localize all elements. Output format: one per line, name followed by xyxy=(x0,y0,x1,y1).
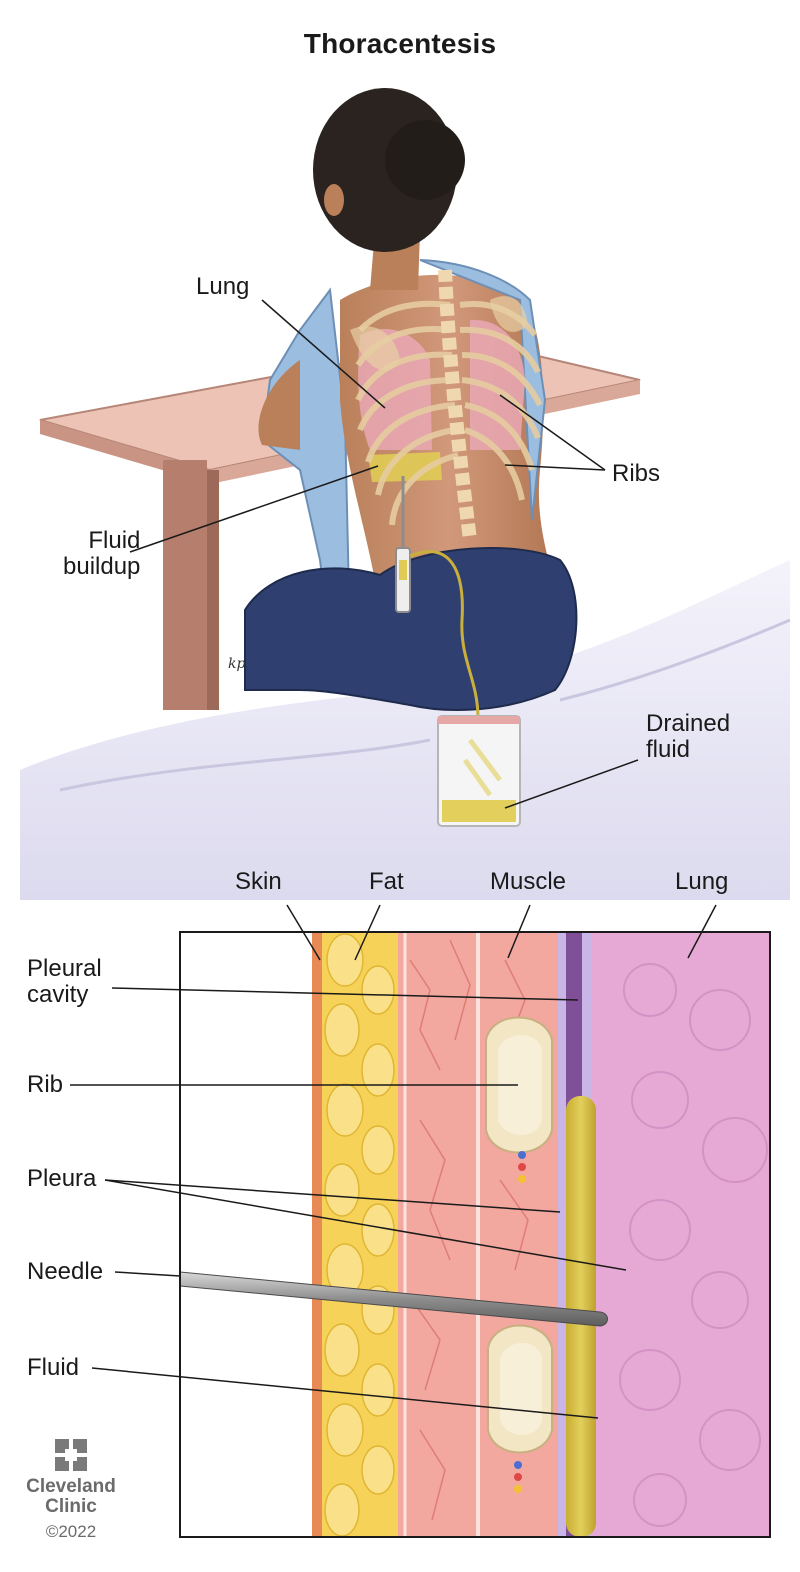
cross-section-leader-lines xyxy=(70,904,717,1419)
cross-section-frame xyxy=(179,931,771,1538)
label-lung-section: Lung xyxy=(675,868,729,895)
rib-upper xyxy=(485,1016,553,1154)
needle xyxy=(180,1271,608,1327)
cross-section-diagram xyxy=(70,904,771,1538)
logo-brand-line1: Cleveland xyxy=(26,1476,116,1497)
spine xyxy=(438,269,477,541)
drainage-tube xyxy=(409,550,480,719)
cleveland-clinic-logo: Cleveland Clinic ©2022 xyxy=(26,1438,116,1543)
syringe xyxy=(395,476,411,613)
label-fluid-buildup-line2: buildup xyxy=(63,553,141,580)
lung-tissue xyxy=(590,932,770,1537)
label-pleural-cavity-line1: Pleural xyxy=(27,955,102,982)
label-muscle: Muscle xyxy=(490,868,567,895)
bed-sheet xyxy=(20,560,790,900)
label-drained-fluid: Drained fluid xyxy=(646,711,730,763)
artist-signature: kp xyxy=(228,656,245,672)
label-rib: Rib xyxy=(27,1071,64,1098)
drainage-bag xyxy=(437,715,521,827)
label-drained-fluid-line2: fluid xyxy=(646,736,691,763)
patient-jeans xyxy=(244,547,578,711)
label-fluid: Fluid xyxy=(27,1354,80,1381)
rib-lower xyxy=(487,1324,553,1454)
label-ribs: Ribs xyxy=(612,460,661,487)
scene-leader-lines xyxy=(129,299,639,809)
label-lung-scene: Lung xyxy=(196,273,250,300)
label-fluid-buildup: Fluid buildup xyxy=(63,528,140,580)
label-pleural-cavity: Pleural cavity xyxy=(27,956,102,1008)
logo-copyright: ©2022 xyxy=(45,1522,97,1541)
label-fluid-buildup-line1: Fluid xyxy=(88,527,141,554)
hair-bun xyxy=(385,120,465,200)
label-fat: Fat xyxy=(369,868,404,895)
page-title: Thoracentesis xyxy=(303,28,497,59)
label-pleural-cavity-line2: cavity xyxy=(27,981,89,1008)
intercostal-vessels xyxy=(514,1151,526,1493)
cleveland-clinic-mark-icon xyxy=(55,1439,87,1471)
label-needle: Needle xyxy=(27,1258,104,1285)
label-pleura: Pleura xyxy=(27,1165,97,1192)
patient-scene: kp xyxy=(20,88,791,900)
label-drained-fluid-line1: Drained xyxy=(646,710,731,737)
skin-layer xyxy=(312,932,322,1537)
label-skin: Skin xyxy=(235,868,282,895)
logo-brand-line2: Clinic xyxy=(45,1496,97,1517)
